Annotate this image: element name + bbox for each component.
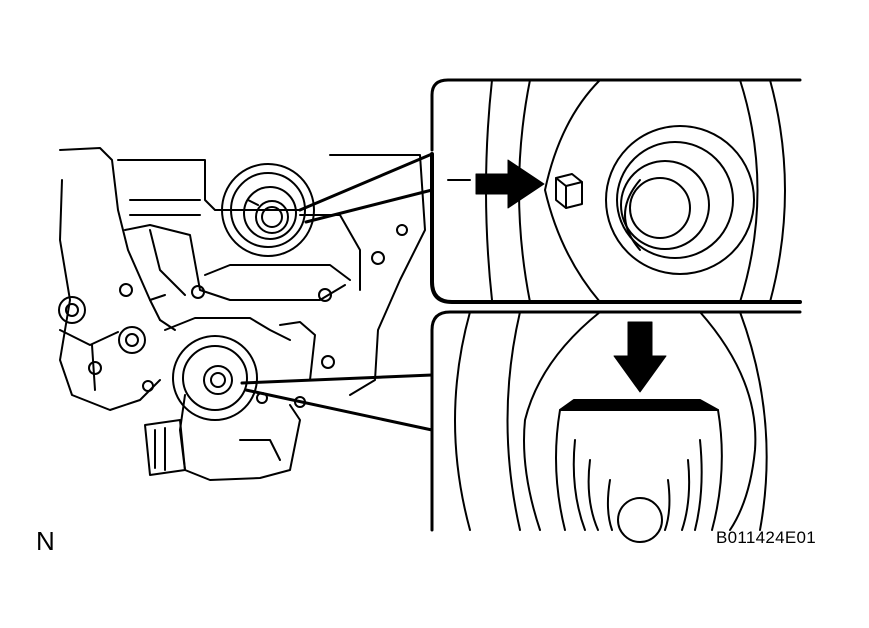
- right-arrow-icon: [475, 159, 545, 209]
- down-arrow-icon: [613, 321, 667, 393]
- crankshaft-oil-seal: [221, 163, 315, 257]
- view-direction-label: N: [36, 526, 55, 556]
- engine-block: [59, 147, 426, 411]
- figure-code: B011424E01: [716, 528, 817, 547]
- seal-lip-marker: [559, 399, 719, 411]
- leader-lines: [240, 152, 434, 432]
- mount-bracket: [58, 283, 154, 392]
- oil-pump-assembly: [144, 317, 335, 481]
- detail-view-seal-bottom: [430, 310, 802, 543]
- seal-tab: [555, 173, 583, 209]
